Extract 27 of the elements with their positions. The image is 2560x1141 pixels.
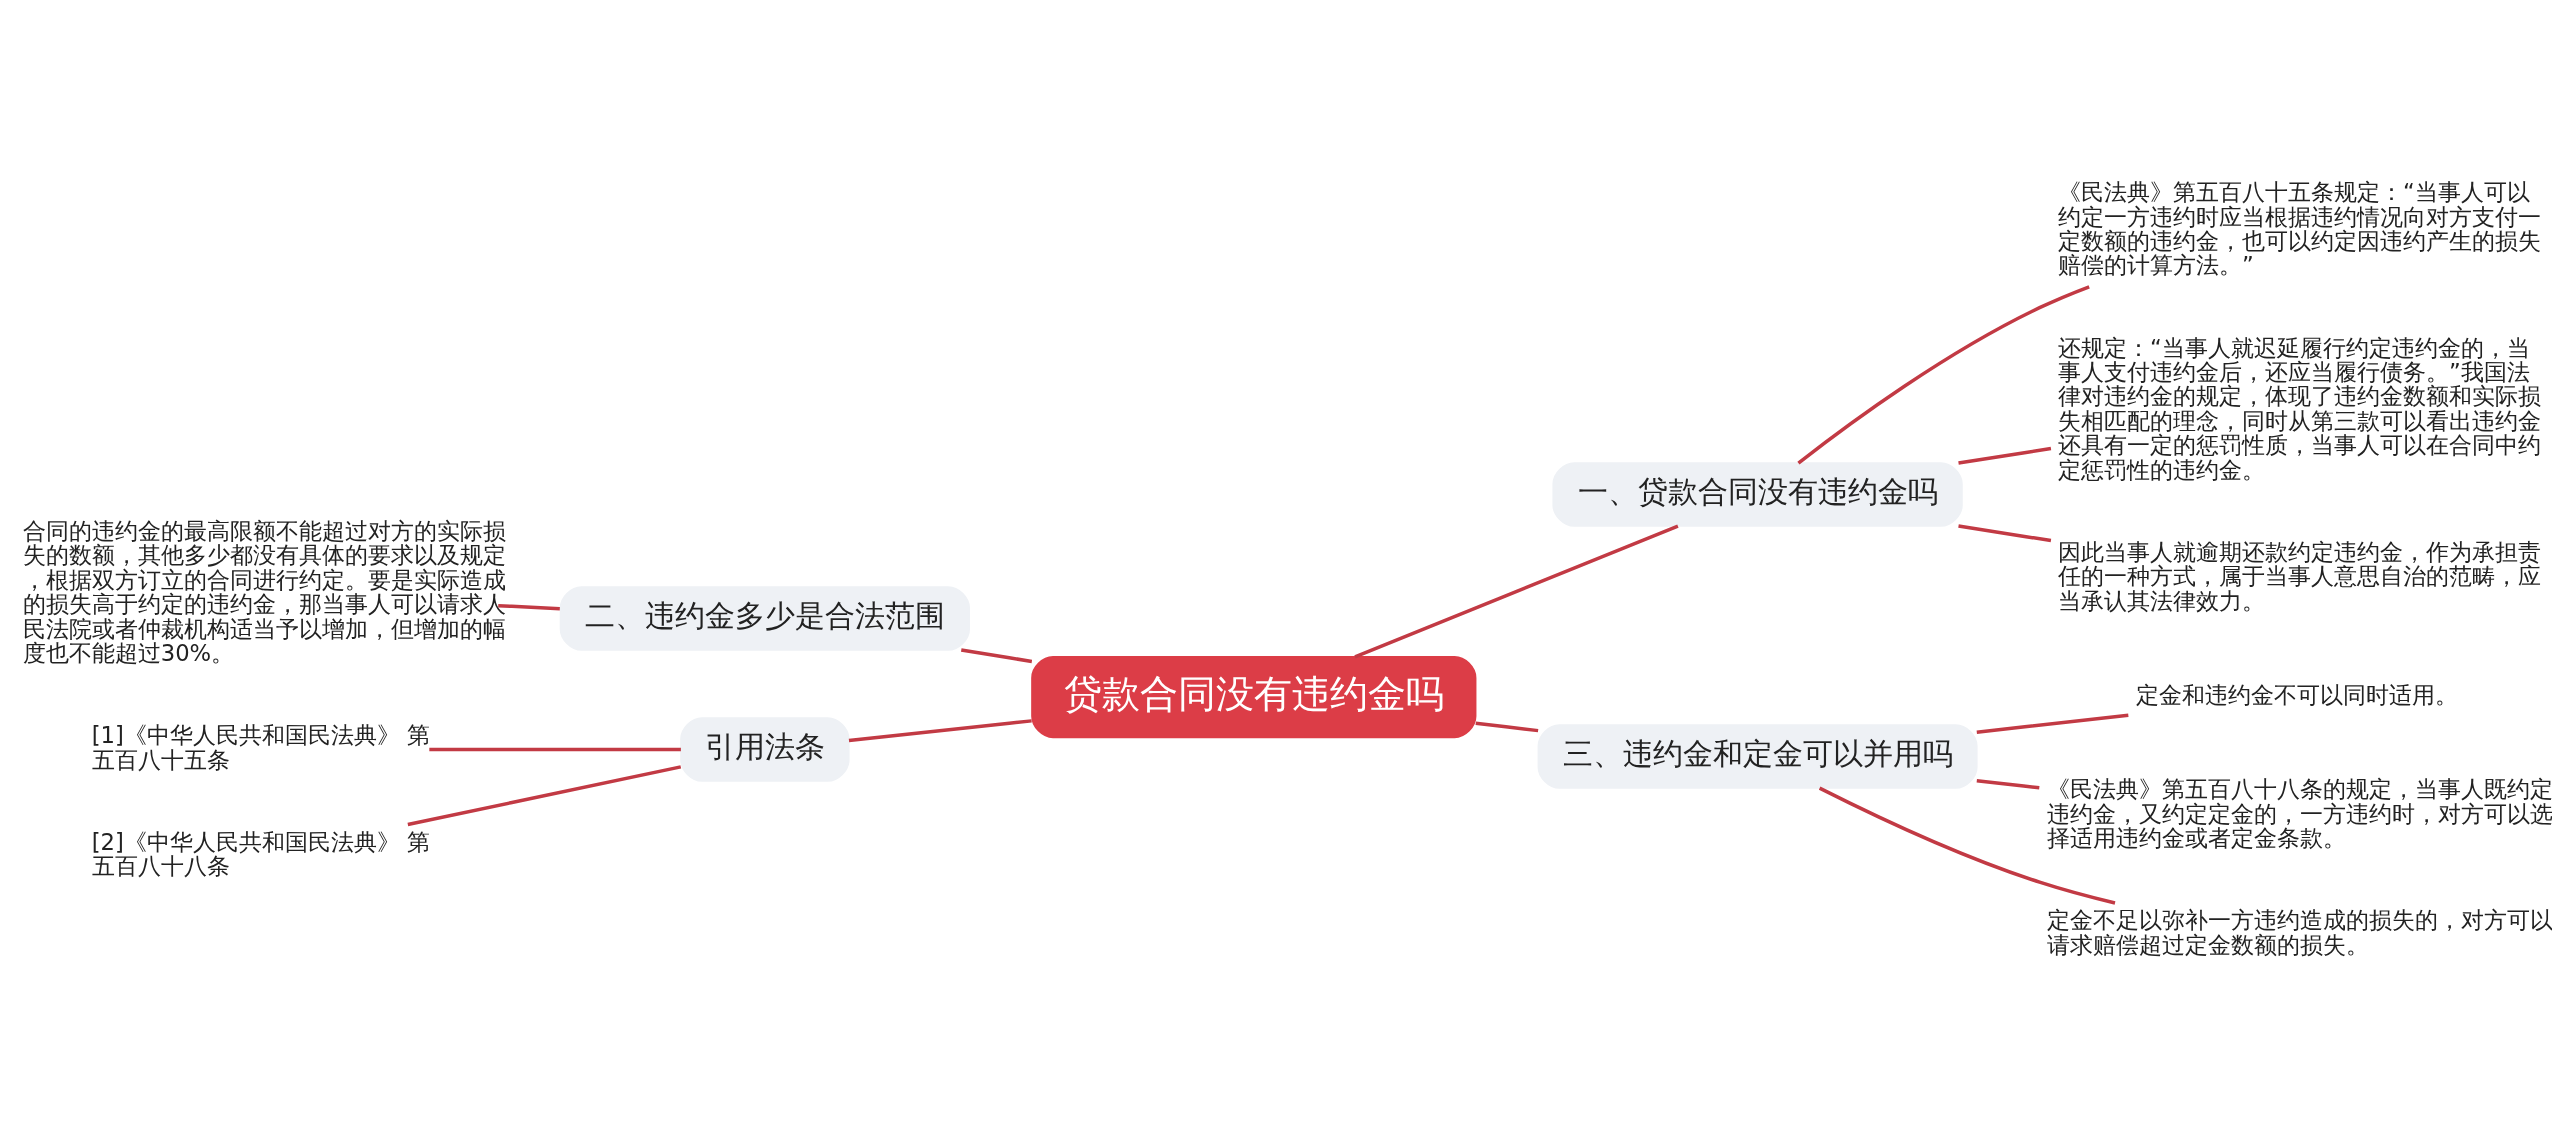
node-box: 引用法条 [680,717,850,782]
node-text: 《民法典》第五百八十八条的规定，当事人既约定违约金，又约定定金的，一方违约时，对方可以选择适用违约金或者定金条款。 [2046,776,2553,852]
node-text: 定金和违约金不可以同时适用。 [2135,682,2458,709]
connector [848,719,1032,743]
connector [1958,446,2052,465]
connector [1818,786,2116,905]
node-box: 三、违约金和定金可以并用吗 [1537,724,1978,789]
node-box: 二、违约金多少是合法范围 [559,586,971,651]
connector [429,747,681,752]
node-text: [1]《中华人民共和国民法典》 第五百八十五条 [91,722,431,773]
connector [407,765,682,827]
connector [1354,524,1679,659]
node-text: [2]《中华人民共和国民法典》 第五百八十八条 [91,828,431,880]
node-box: 贷款合同没有违约金吗 [1031,656,1477,739]
connector [1958,524,2052,543]
node-text: 定金不足以弥补一方违约造成的损失的，对方可以请求赔偿超过定金数额的损失。 [2046,907,2553,958]
node-text: 还规定：“当事人就迟延履行约定违约金的，当事人支付违约金后，还应当履行债务。”我国法律对违约金的规定，体现了违约金数额和实际损失相匹配的理念，同时从第三款可以看出违约金还具有一定的惩罚性质，当事人可以在合同中约定惩罚性的违约金。 [2057,334,2541,483]
connector [498,603,560,611]
node-text: 《民法典》第五百八十五条规定：“当事人可以约定一方违约时应当根据违约情况向对方支付一定数额的违约金，也可以约定因违约产生的损失赔偿的计算方法。” [2057,179,2541,279]
node-text: 因此当事人就逾期还款约定违约金，作为承担责任的一种方式，属于当事人意思自治的范畴，应当承认其法律效力。 [2057,538,2541,614]
node-box: 一、贷款合同没有违约金吗 [1552,462,1963,527]
node-text: 合同的违约金的最高限额不能超过对方的实际损失的数额，其他多少都没有具体的要求以及规定，根据双方订立的合同进行约定。要是实际造成的损失高于约定的违约金，那当事人可以请求人民法院或者仲裁机构适当予以增加，但增加的幅度也不能超过30%。 [22,517,506,667]
connector [1976,713,2129,734]
connector [1976,779,2040,790]
connector [1475,721,1539,733]
connector [961,648,1033,664]
connector [1797,285,2090,465]
